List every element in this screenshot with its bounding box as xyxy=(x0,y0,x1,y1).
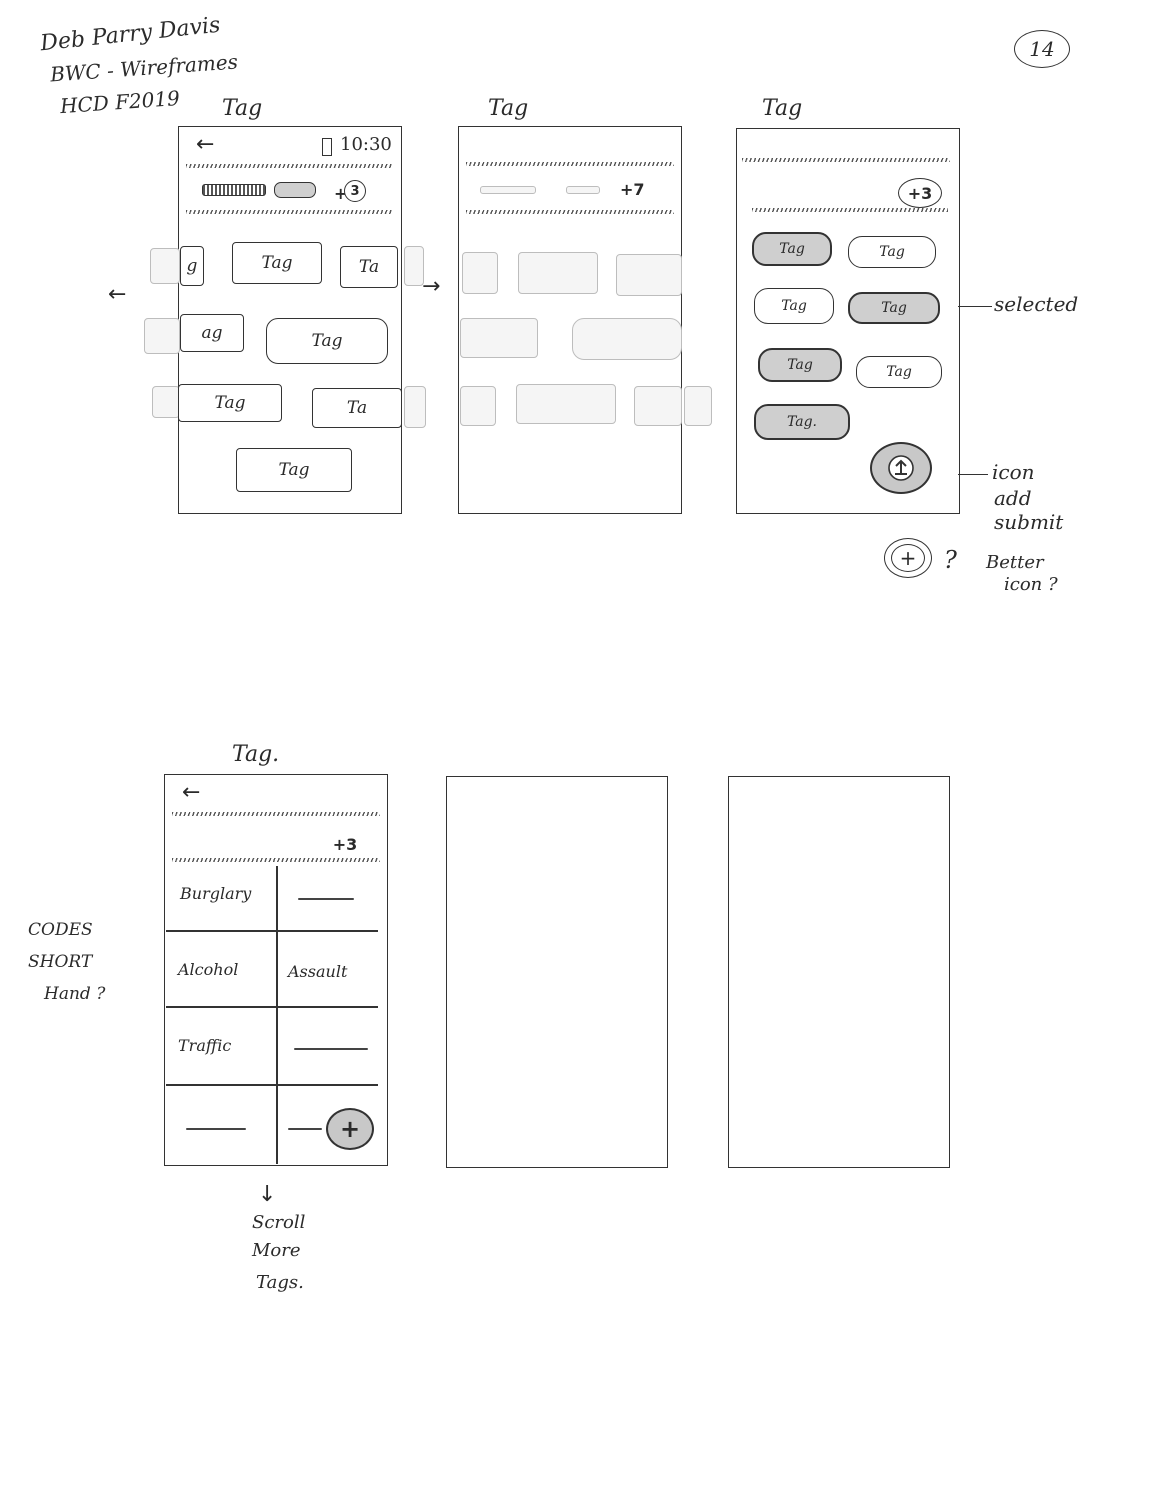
swipe-left-arrow-icon: ← xyxy=(108,282,127,307)
offscreen-tag xyxy=(404,246,424,286)
selection-count-badge[interactable]: 3 xyxy=(344,180,366,202)
annotation-codes: CODES xyxy=(28,920,93,940)
code-cell[interactable]: Burglary xyxy=(180,884,252,903)
back-arrow-icon[interactable]: ← xyxy=(196,132,215,157)
screen2-divider-bottom xyxy=(466,210,674,214)
offscreen-tag xyxy=(404,386,426,428)
tag-button[interactable]: Ta xyxy=(312,388,402,428)
grid-divider xyxy=(166,930,378,932)
selection-count-label[interactable]: +3 xyxy=(324,830,366,858)
selection-count-label[interactable]: +7 xyxy=(620,180,645,199)
tag-pill-selected[interactable]: Tag xyxy=(848,292,940,324)
page-number: 14 xyxy=(1014,30,1070,68)
screen3-divider-top xyxy=(742,158,950,162)
annotation-scroll: Scroll xyxy=(252,1212,306,1233)
annotation-hand: Hand ? xyxy=(44,984,106,1004)
selection-count: +3 xyxy=(907,183,933,203)
tag-pill-selected[interactable]: Tag xyxy=(752,232,832,266)
code-cell[interactable]: Traffic xyxy=(178,1036,232,1055)
screen4-divider-bottom xyxy=(172,858,380,862)
tag-placeholder xyxy=(572,318,682,360)
add-tag-fab[interactable]: + xyxy=(326,1108,374,1150)
tag-placeholder xyxy=(516,384,616,424)
scroll-down-arrow-icon: ↓ xyxy=(258,1182,277,1207)
tag-placeholder xyxy=(460,386,496,426)
screen4-title: Tag. xyxy=(232,742,280,767)
tag-button[interactable]: Tag xyxy=(266,318,388,364)
code-cell-placeholder[interactable] xyxy=(298,898,354,900)
tag-button[interactable]: Tag xyxy=(232,242,322,284)
screen1-divider-top xyxy=(186,164,392,168)
tag-button[interactable]: Ta xyxy=(340,246,398,288)
annotation-line xyxy=(958,474,988,476)
annotation-line xyxy=(958,306,992,308)
tag-pill[interactable]: Tag xyxy=(754,288,834,324)
alt-plus-icon: + xyxy=(884,538,932,578)
annotation-question: ? xyxy=(944,546,957,574)
selection-count: 3 xyxy=(350,183,360,199)
screen2-divider-top xyxy=(466,162,674,166)
screen1-divider-bottom xyxy=(186,210,392,214)
tag-button[interactable]: Tag xyxy=(178,384,282,422)
tag-placeholder xyxy=(616,254,682,296)
upload-icon xyxy=(888,455,914,481)
tag-placeholder xyxy=(462,252,498,294)
screen3-title: Tag xyxy=(762,96,803,121)
grid-divider xyxy=(166,1006,378,1008)
status-time: 10:30 xyxy=(340,134,392,155)
offscreen-tag xyxy=(150,248,180,284)
filter-chip-scribble[interactable] xyxy=(274,182,316,198)
plus-icon: + xyxy=(339,1115,361,1143)
code-cell[interactable]: Alcohol xyxy=(178,960,239,979)
offscreen-tag xyxy=(684,386,712,426)
back-arrow-icon[interactable]: ← xyxy=(182,780,201,805)
selection-count-label[interactable]: +3 xyxy=(898,178,942,208)
annotation-submit: submit xyxy=(994,510,1064,534)
annotation-tags: Tags. xyxy=(256,1272,304,1293)
code-cell-placeholder[interactable] xyxy=(186,1128,246,1130)
code-cell-placeholder[interactable] xyxy=(294,1048,368,1050)
page-number-label: 14 xyxy=(1029,37,1055,61)
screen3-divider-bottom xyxy=(752,208,948,212)
code-cell-placeholder[interactable] xyxy=(288,1128,322,1130)
selection-count: +3 xyxy=(332,834,358,854)
tag-button[interactable]: Tag xyxy=(236,448,352,492)
screen4-divider-top xyxy=(172,812,380,816)
annotation-selected: selected xyxy=(994,292,1079,316)
submit-fab[interactable] xyxy=(870,442,932,494)
search-field-ghost xyxy=(480,186,536,194)
battery-icon xyxy=(322,138,332,156)
tag-pill-selected[interactable]: Tag xyxy=(758,348,842,382)
annotation-add: add xyxy=(994,486,1032,510)
annotation-icon: icon xyxy=(992,460,1035,484)
tag-pill-selected[interactable]: Tag. xyxy=(754,404,850,440)
tag-placeholder xyxy=(518,252,598,294)
tag-button[interactable]: ag xyxy=(180,314,244,352)
tag-pill[interactable]: Tag xyxy=(848,236,936,268)
annotation-more: More xyxy=(252,1240,301,1261)
project-note: BWC - Wireframes xyxy=(49,49,239,87)
tag-placeholder xyxy=(634,386,682,426)
offscreen-tag xyxy=(152,386,180,418)
author-note: Deb Parry Davis xyxy=(39,12,222,57)
annotation-better-icon2: icon ? xyxy=(1004,574,1058,595)
annotation-better-icon: Better xyxy=(986,552,1044,573)
screen1-title: Tag xyxy=(222,96,263,121)
offscreen-tag xyxy=(144,318,180,354)
tag-button[interactable]: g xyxy=(180,246,204,286)
filter-chip-ghost xyxy=(566,186,600,194)
screen2-title: Tag xyxy=(488,96,529,121)
course-note: HCD F2019 xyxy=(59,85,181,119)
tag-pill[interactable]: Tag xyxy=(856,356,942,388)
screen5-frame xyxy=(446,776,668,1168)
search-field-scribble[interactable] xyxy=(202,184,266,196)
screen6-frame xyxy=(728,776,950,1168)
tag-placeholder xyxy=(460,318,538,358)
annotation-short: SHORT xyxy=(28,952,93,972)
grid-divider-vertical xyxy=(276,866,278,1164)
swipe-right-arrow-icon: → xyxy=(422,274,441,299)
grid-divider xyxy=(166,1084,378,1086)
code-cell[interactable]: Assault xyxy=(288,962,348,981)
